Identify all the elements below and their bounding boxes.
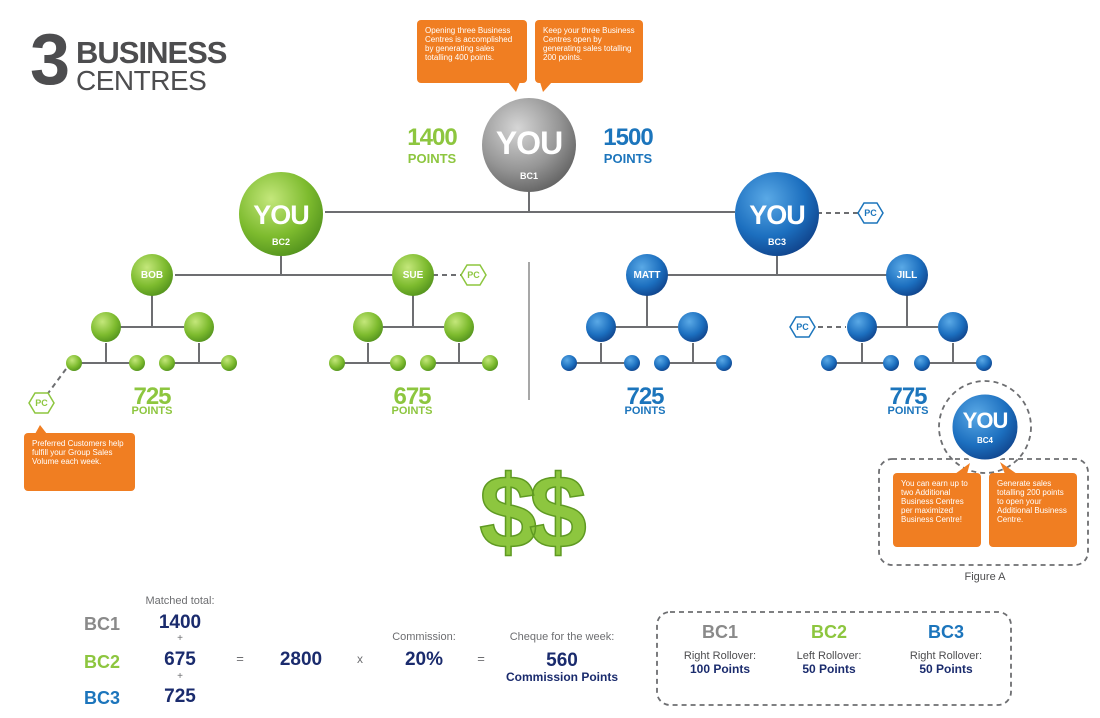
bc4-you-label: YOU: [962, 408, 1009, 433]
calc-plus-2: +: [177, 671, 183, 682]
matt-node: [626, 254, 668, 296]
calc-plus-1: +: [177, 633, 183, 644]
tip-opening: Opening three Business Centres is accomp…: [417, 20, 527, 83]
rollover-bc2-text: Left Rollover:: [796, 650, 862, 662]
sue-label: SUE: [402, 270, 424, 281]
left-leg-points-value: 1400: [407, 124, 457, 151]
tip-generate-sales: Generate sales totalling 200 points to o…: [989, 473, 1077, 547]
pc-label-bob: PC: [35, 398, 48, 408]
matt-label: MATT: [633, 270, 661, 281]
bc4-node: [949, 391, 1021, 463]
cheque-label: Cheque for the week:: [509, 631, 615, 643]
jill-leg-points-label: POINTS: [887, 405, 929, 417]
commission-label: Commission:: [392, 631, 456, 643]
calc-bc2-value: 675: [164, 649, 196, 670]
calc-bc1-value: 1400: [158, 612, 202, 633]
bc4-label: BC4: [976, 436, 993, 445]
sue-node: [392, 254, 434, 296]
tip-preferred-customers: Preferred Customers help fulfill your Gr…: [24, 433, 135, 491]
pc-label-jill: PC: [796, 322, 809, 332]
rollover-bc3-label: BC3: [927, 622, 964, 642]
calc-bc2-label: BC2: [84, 652, 121, 672]
tip-keep: Keep your three Business Centres open by…: [535, 20, 643, 83]
rollover-bc2-label: BC2: [810, 622, 847, 642]
bc2-label: BC2: [271, 237, 290, 247]
rollover-bc1-text: Right Rollover:: [683, 650, 757, 662]
tip-earn-additional: You can earn up to two Additional Busine…: [893, 473, 981, 547]
header-line1: BUSINESS: [76, 35, 227, 70]
bc3-you-label: YOU: [749, 200, 806, 230]
jill-node: [886, 254, 928, 296]
cheque-unit: Commission Points: [505, 670, 618, 684]
left-leg-points-label: POINTS: [407, 151, 457, 166]
header-line2: CENTRES: [76, 65, 207, 96]
bc1-node: [482, 98, 576, 192]
sue-leg-points-value: 675: [393, 383, 431, 410]
matt-leg-points-value: 725: [626, 383, 664, 410]
rollover-bc2-value: 50 Points: [802, 662, 856, 676]
pc-hexagon-bc3: [857, 202, 884, 224]
callout-pointers: [35, 82, 1017, 474]
commission-value: 20%: [404, 649, 444, 670]
level3-nodes: [91, 312, 968, 342]
right-leg-points-value: 1500: [603, 124, 653, 151]
rollover-bc3-text: Right Rollover:: [909, 650, 983, 662]
cheque-value: 560: [546, 650, 578, 671]
pc-label-sue: PC: [467, 270, 480, 280]
rollover-bc1-value: 100 Points: [689, 662, 751, 676]
calc-bc3-label: BC3: [84, 688, 121, 708]
level4-nodes: [66, 355, 992, 371]
matt-leg-points-label: POINTS: [624, 405, 666, 417]
calc-total: 2800: [279, 649, 323, 670]
bc4-dashed-ring: [938, 380, 1032, 474]
pc-hexagon-jill: [789, 316, 816, 338]
tree-connectors: [74, 188, 984, 400]
bob-node: [131, 254, 173, 296]
bob-leg-points-value: 725: [133, 383, 171, 410]
dollar-signs: $$: [479, 455, 586, 571]
figure-label: Figure A: [964, 571, 1006, 583]
bc2-node: [239, 172, 323, 256]
rollover-bc3-value: 50 Points: [919, 662, 973, 676]
calc-equals-1: =: [236, 651, 244, 666]
calc-equals-2: =: [477, 651, 485, 666]
matched-total-label: Matched total:: [145, 595, 215, 607]
pc-hexagon-bob: [28, 392, 55, 414]
right-leg-points-label: POINTS: [603, 151, 653, 166]
bc2-you-label: YOU: [253, 200, 310, 230]
sue-leg-points-label: POINTS: [391, 405, 433, 417]
calc-times: x: [357, 652, 363, 666]
bc3-label: BC3: [767, 237, 786, 247]
pc-links: [45, 212, 858, 397]
calc-bc3-value: 725: [164, 686, 196, 707]
header-number: 3: [30, 20, 70, 100]
bob-leg-points-label: POINTS: [131, 405, 173, 417]
pc-label-bc3: PC: [864, 208, 877, 218]
pc-hexagon-sue: [460, 264, 487, 286]
calc-bc1-label: BC1: [84, 614, 121, 634]
bc1-you-label: YOU: [495, 125, 563, 161]
rollover-bc1-label: BC1: [701, 622, 738, 642]
bob-label: BOB: [140, 270, 164, 281]
jill-leg-points-value: 775: [889, 383, 927, 410]
bc1-label: BC1: [519, 171, 538, 181]
bc3-node: [735, 172, 819, 256]
jill-label: JILL: [896, 270, 918, 281]
rollover-dashed-box: [656, 611, 1012, 706]
